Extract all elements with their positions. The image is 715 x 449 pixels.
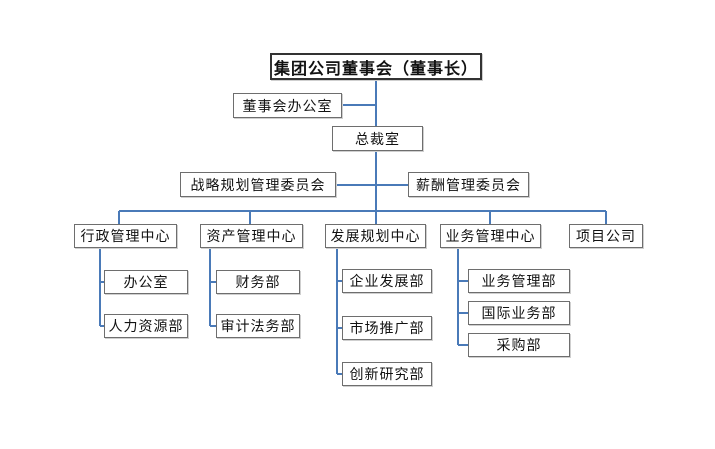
project-company-box: 项目公司 [569, 224, 643, 248]
board-box: 集团公司董事会（董事长） [270, 53, 482, 80]
dev-sub-line [336, 248, 342, 375]
business-sub-line [457, 248, 468, 346]
board-office-box: 董事会办公室 [233, 93, 342, 118]
president-office-box: 总裁室 [332, 126, 423, 151]
dept-procurement-box: 采购部 [468, 333, 570, 357]
assets-center-box: 资产管理中心 [200, 224, 303, 248]
dept-office-box: 办公室 [104, 270, 188, 294]
strategy-committee-box: 战略规划管理委员会 [180, 172, 336, 197]
dept-business-mgmt-box: 业务管理部 [468, 269, 570, 293]
dept-enterprise-dev-box: 企业发展部 [342, 269, 432, 293]
dept-audit-legal-box: 审计法务部 [216, 314, 300, 338]
dept-marketing-box: 市场推广部 [342, 316, 432, 340]
dept-finance-box: 财务部 [216, 270, 300, 294]
dept-innovation-box: 创新研究部 [342, 362, 432, 386]
admin-center-box: 行政管理中心 [74, 224, 177, 248]
compensation-committee-box: 薪酬管理委员会 [408, 172, 529, 197]
dept-hr-box: 人力资源部 [104, 314, 188, 338]
dev-center-box: 发展规划中心 [325, 224, 426, 248]
admin-sub-line [99, 248, 104, 327]
business-center-box: 业务管理中心 [440, 224, 541, 248]
assets-sub-line [209, 248, 216, 327]
dept-international-box: 国际业务部 [468, 301, 570, 325]
